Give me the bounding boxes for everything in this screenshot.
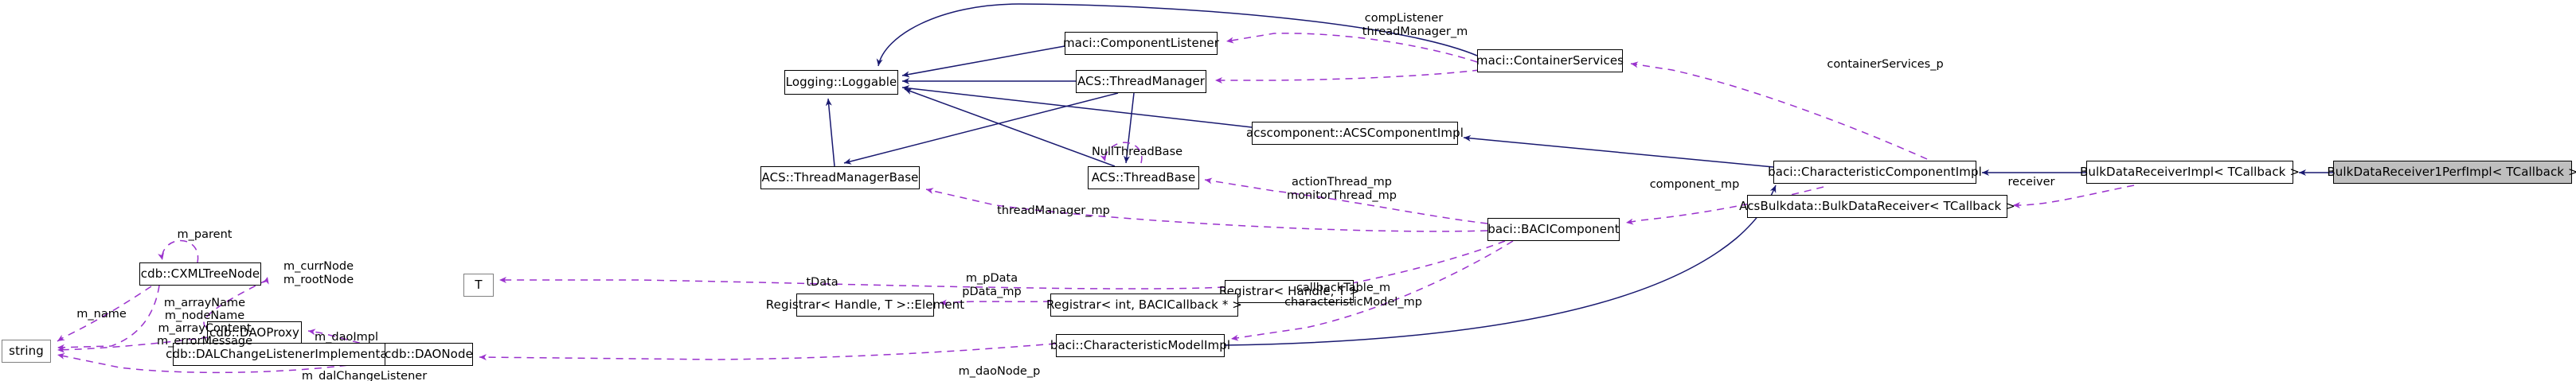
edge-label-m-arrayname: m_arrayName [163,297,246,309]
edge-label-tdata: tData [806,276,838,289]
node-logging-loggable[interactable]: Logging::Loggable [784,70,898,95]
edge-label-threadmanager-m: threadManager_m [1362,25,1468,38]
node-baci-characteristicmodelimpl[interactable]: baci::CharacteristicModelImpl [1050,334,1230,357]
node-bulkdatareceiver1perfimpl[interactable]: BulkDataReceiver1PerfImpl< TCallback > [2327,161,2576,184]
node-acs-threadbase[interactable]: ACS::ThreadBase [1088,166,1199,189]
edge-label-m-rootnode: m_rootNode [283,274,354,286]
node-string[interactable]: string [2,340,51,363]
edge-label-m-daonode-p: m_daoNode_p [958,365,1041,378]
edge-label-m-daoimpl: m_daoImpl [315,331,378,344]
edge-label-m-pdata: m_pData [965,272,1018,285]
node-registrar-int-bacicallback[interactable]: Registrar< int, BACICallback * > [1046,294,1242,317]
edge-label-monitorthread-mp: monitorThread_mp [1286,189,1397,202]
edge-label-m-nodename: m_nodeName [164,309,245,322]
node-maci-containerservices[interactable]: maci::ContainerServices [1476,49,1624,72]
node-baci-bacicomponent[interactable]: baci::BACIComponent [1487,218,1620,241]
edge-label-m-name-cxml: m_name [76,308,127,321]
edge-label-containerservices-p: containerServices_p [1827,58,1944,71]
node-cdb-cxmltreenode[interactable]: cdb::CXMLTreeNode [139,262,261,286]
edge-label-component-mp: component_mp [1649,178,1740,191]
edge-label-complistener: compListener [1364,12,1444,25]
edge-label-actionthread-mp: actionThread_mp [1292,176,1392,189]
node-acscomponent-acscomponentimpl[interactable]: acscomponent::ACSComponentImpl [1246,122,1464,145]
edge-label-m-parent: m_parent [177,228,233,241]
edge-label-m-errormessage: m_errorMessage [156,335,253,348]
node-acs-threadmanagerbase[interactable]: ACS::ThreadManagerBase [760,166,920,189]
edge-label-m-dalchangelistener: m_dalChangeListener [301,370,428,381]
edge-label-m-currnode: m_currNode [283,260,354,273]
edge-label-pdata-mp: pData_mp [962,286,1022,298]
edge-label-receiver: receiver [2007,176,2055,189]
edge-label-callbacktable-m: callbackTable_m [1296,282,1391,294]
node-cdb-daonode[interactable]: cdb::DAONode [385,343,473,366]
edge-label-threadmanager-mp: threadManager_mp [997,204,1110,217]
node-registrar-handle-t-element[interactable]: Registrar< Handle, T >::Element [766,294,964,317]
node-acsbulkdata-bulkdatareceiver[interactable]: AcsBulkdata::BulkDataReceiver< TCallback… [1739,195,2015,218]
node-acs-threadmanager[interactable]: ACS::ThreadManager [1076,70,1206,93]
edge-label-characteristicmodel-mp: characteristicModel_mp [1284,296,1422,309]
node-baci-characteristiccomponentimpl[interactable]: baci::CharacteristicComponentImpl [1768,161,1982,184]
node-bulkdatareceiverimpl[interactable]: BulkDataReceiverImpl< TCallback > [2080,161,2300,184]
node-maci-componentlistener[interactable]: maci::ComponentListener [1063,32,1219,55]
node-template-param-t[interactable]: T [463,274,494,297]
edge-label-nullthreadbase: NullThreadBase [1091,146,1183,158]
edge-label-m-arraycontent: m_arrayContent [158,322,252,335]
edge-label-m-name-daonode: m_name [131,378,199,381]
